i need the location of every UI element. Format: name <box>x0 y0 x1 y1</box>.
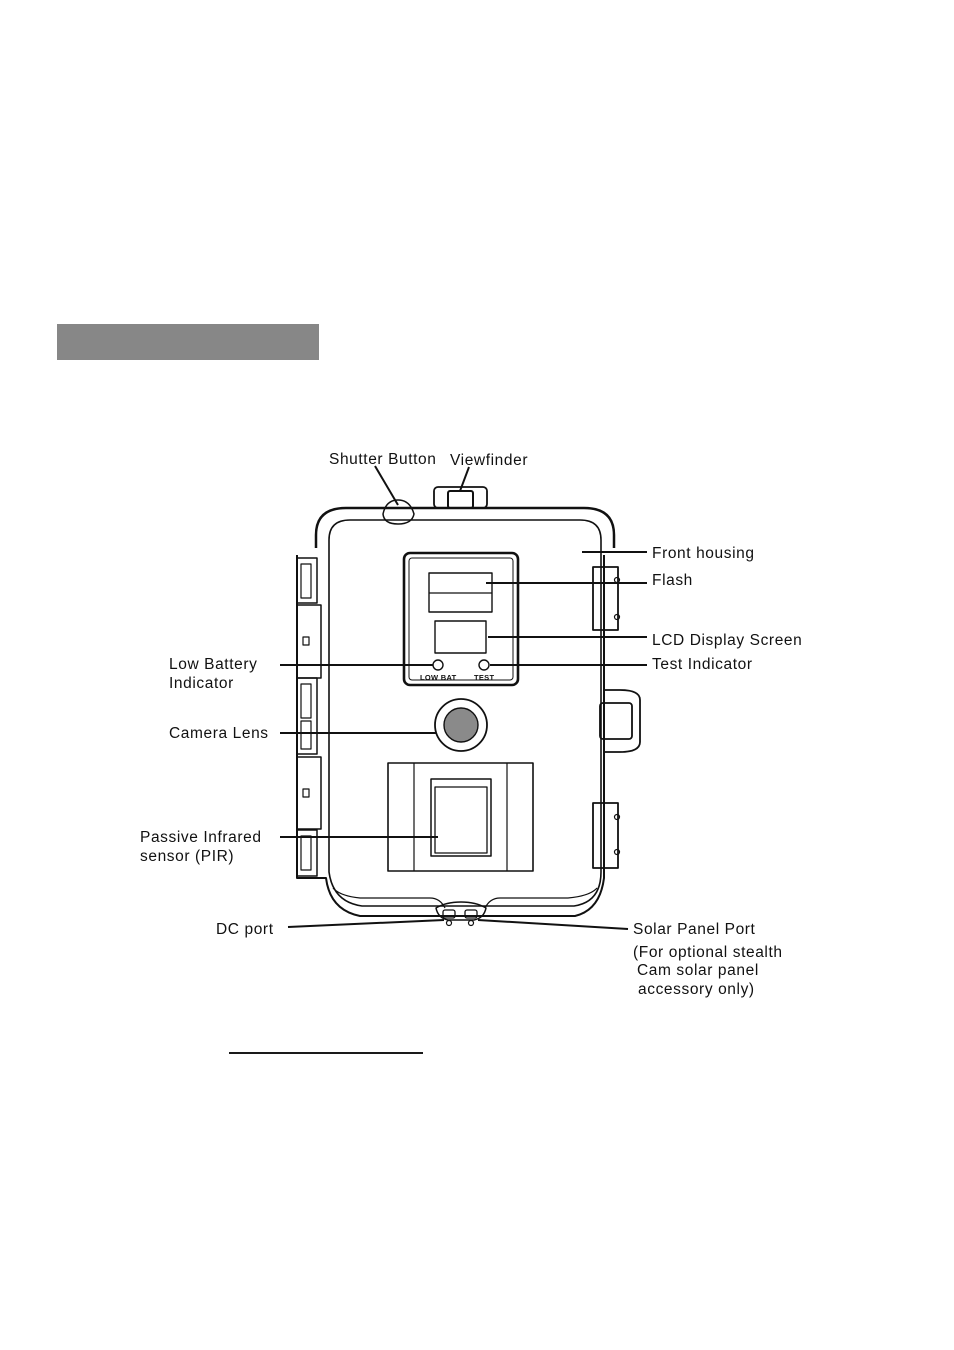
lcd-display-label: LCD Display Screen <box>652 632 802 649</box>
solar-note-line3: accessory only) <box>638 981 755 998</box>
low-battery-label-line1: Low Battery <box>169 656 257 673</box>
caption-underline <box>229 1052 423 1054</box>
solar-note-line1: (For optional stealth <box>633 944 783 961</box>
low-battery-label-line2: Indicator <box>169 675 234 692</box>
pir-label-line1: Passive Infrared <box>140 829 262 846</box>
dc-port-label: DC port <box>216 921 274 938</box>
test-panel-text: TEST <box>474 673 494 682</box>
camera-lens-label: Camera Lens <box>169 725 269 742</box>
front-housing-label: Front housing <box>652 545 755 562</box>
solar-port-leader <box>478 920 628 929</box>
solar-port-label: Solar Panel Port <box>633 921 756 938</box>
low-bat-panel-text: LOW BAT <box>420 673 457 682</box>
test-indicator-label: Test Indicator <box>652 656 753 673</box>
solar-note-line2: Cam solar panel <box>637 962 759 979</box>
shutter-button-label: Shutter Button <box>329 451 437 468</box>
viewfinder-label: Viewfinder <box>450 452 528 469</box>
leader-lines <box>280 466 647 929</box>
shutter-button-leader <box>375 466 398 505</box>
pir-label-line2: sensor (PIR) <box>140 848 234 865</box>
flash-label: Flash <box>652 572 693 589</box>
dc-port-leader <box>288 920 444 927</box>
